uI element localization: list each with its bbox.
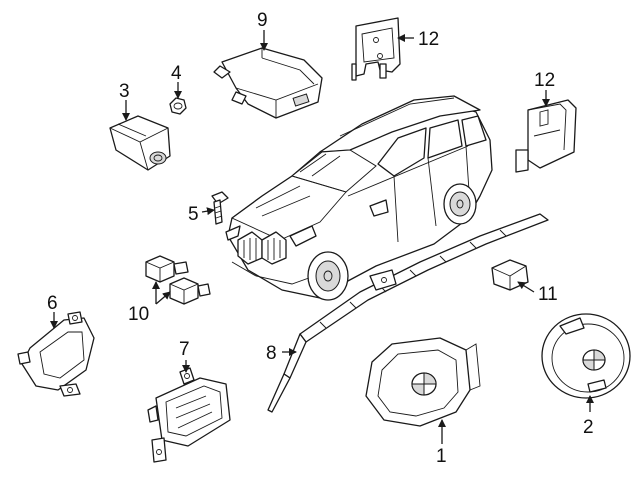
callout-3: 3 [119,81,130,102]
callout-labels: 1 2 3 4 5 6 7 8 9 10 11 12 12 [47,10,594,467]
callout-8: 8 [266,343,277,364]
nut [169,97,187,115]
callout-12-top: 12 [418,29,439,50]
side-impact-sensor [17,311,95,397]
callout-1: 1 [436,446,447,467]
curtain-airbag [267,213,549,413]
steering-wheel-airbag [541,313,631,399]
vehicle-illustration [225,95,493,301]
callout-7: 7 [179,339,190,360]
driver-airbag-module [365,337,481,427]
callout-10: 10 [128,304,149,325]
mounting-bracket-right [515,99,577,173]
callout-9: 9 [257,10,268,31]
leader-lines [50,30,594,444]
callout-6: 6 [47,293,58,314]
mounting-bracket-top [351,17,401,81]
callout-2: 2 [583,417,594,438]
control-module-bracket [147,367,231,463]
callout-5: 5 [188,204,199,225]
callout-11: 11 [538,284,558,305]
passenger-airbag-module [109,115,171,171]
airbag-control-module [213,47,323,119]
callout-4: 4 [171,63,182,84]
callout-12-right: 12 [534,70,555,91]
bolt [211,191,229,225]
